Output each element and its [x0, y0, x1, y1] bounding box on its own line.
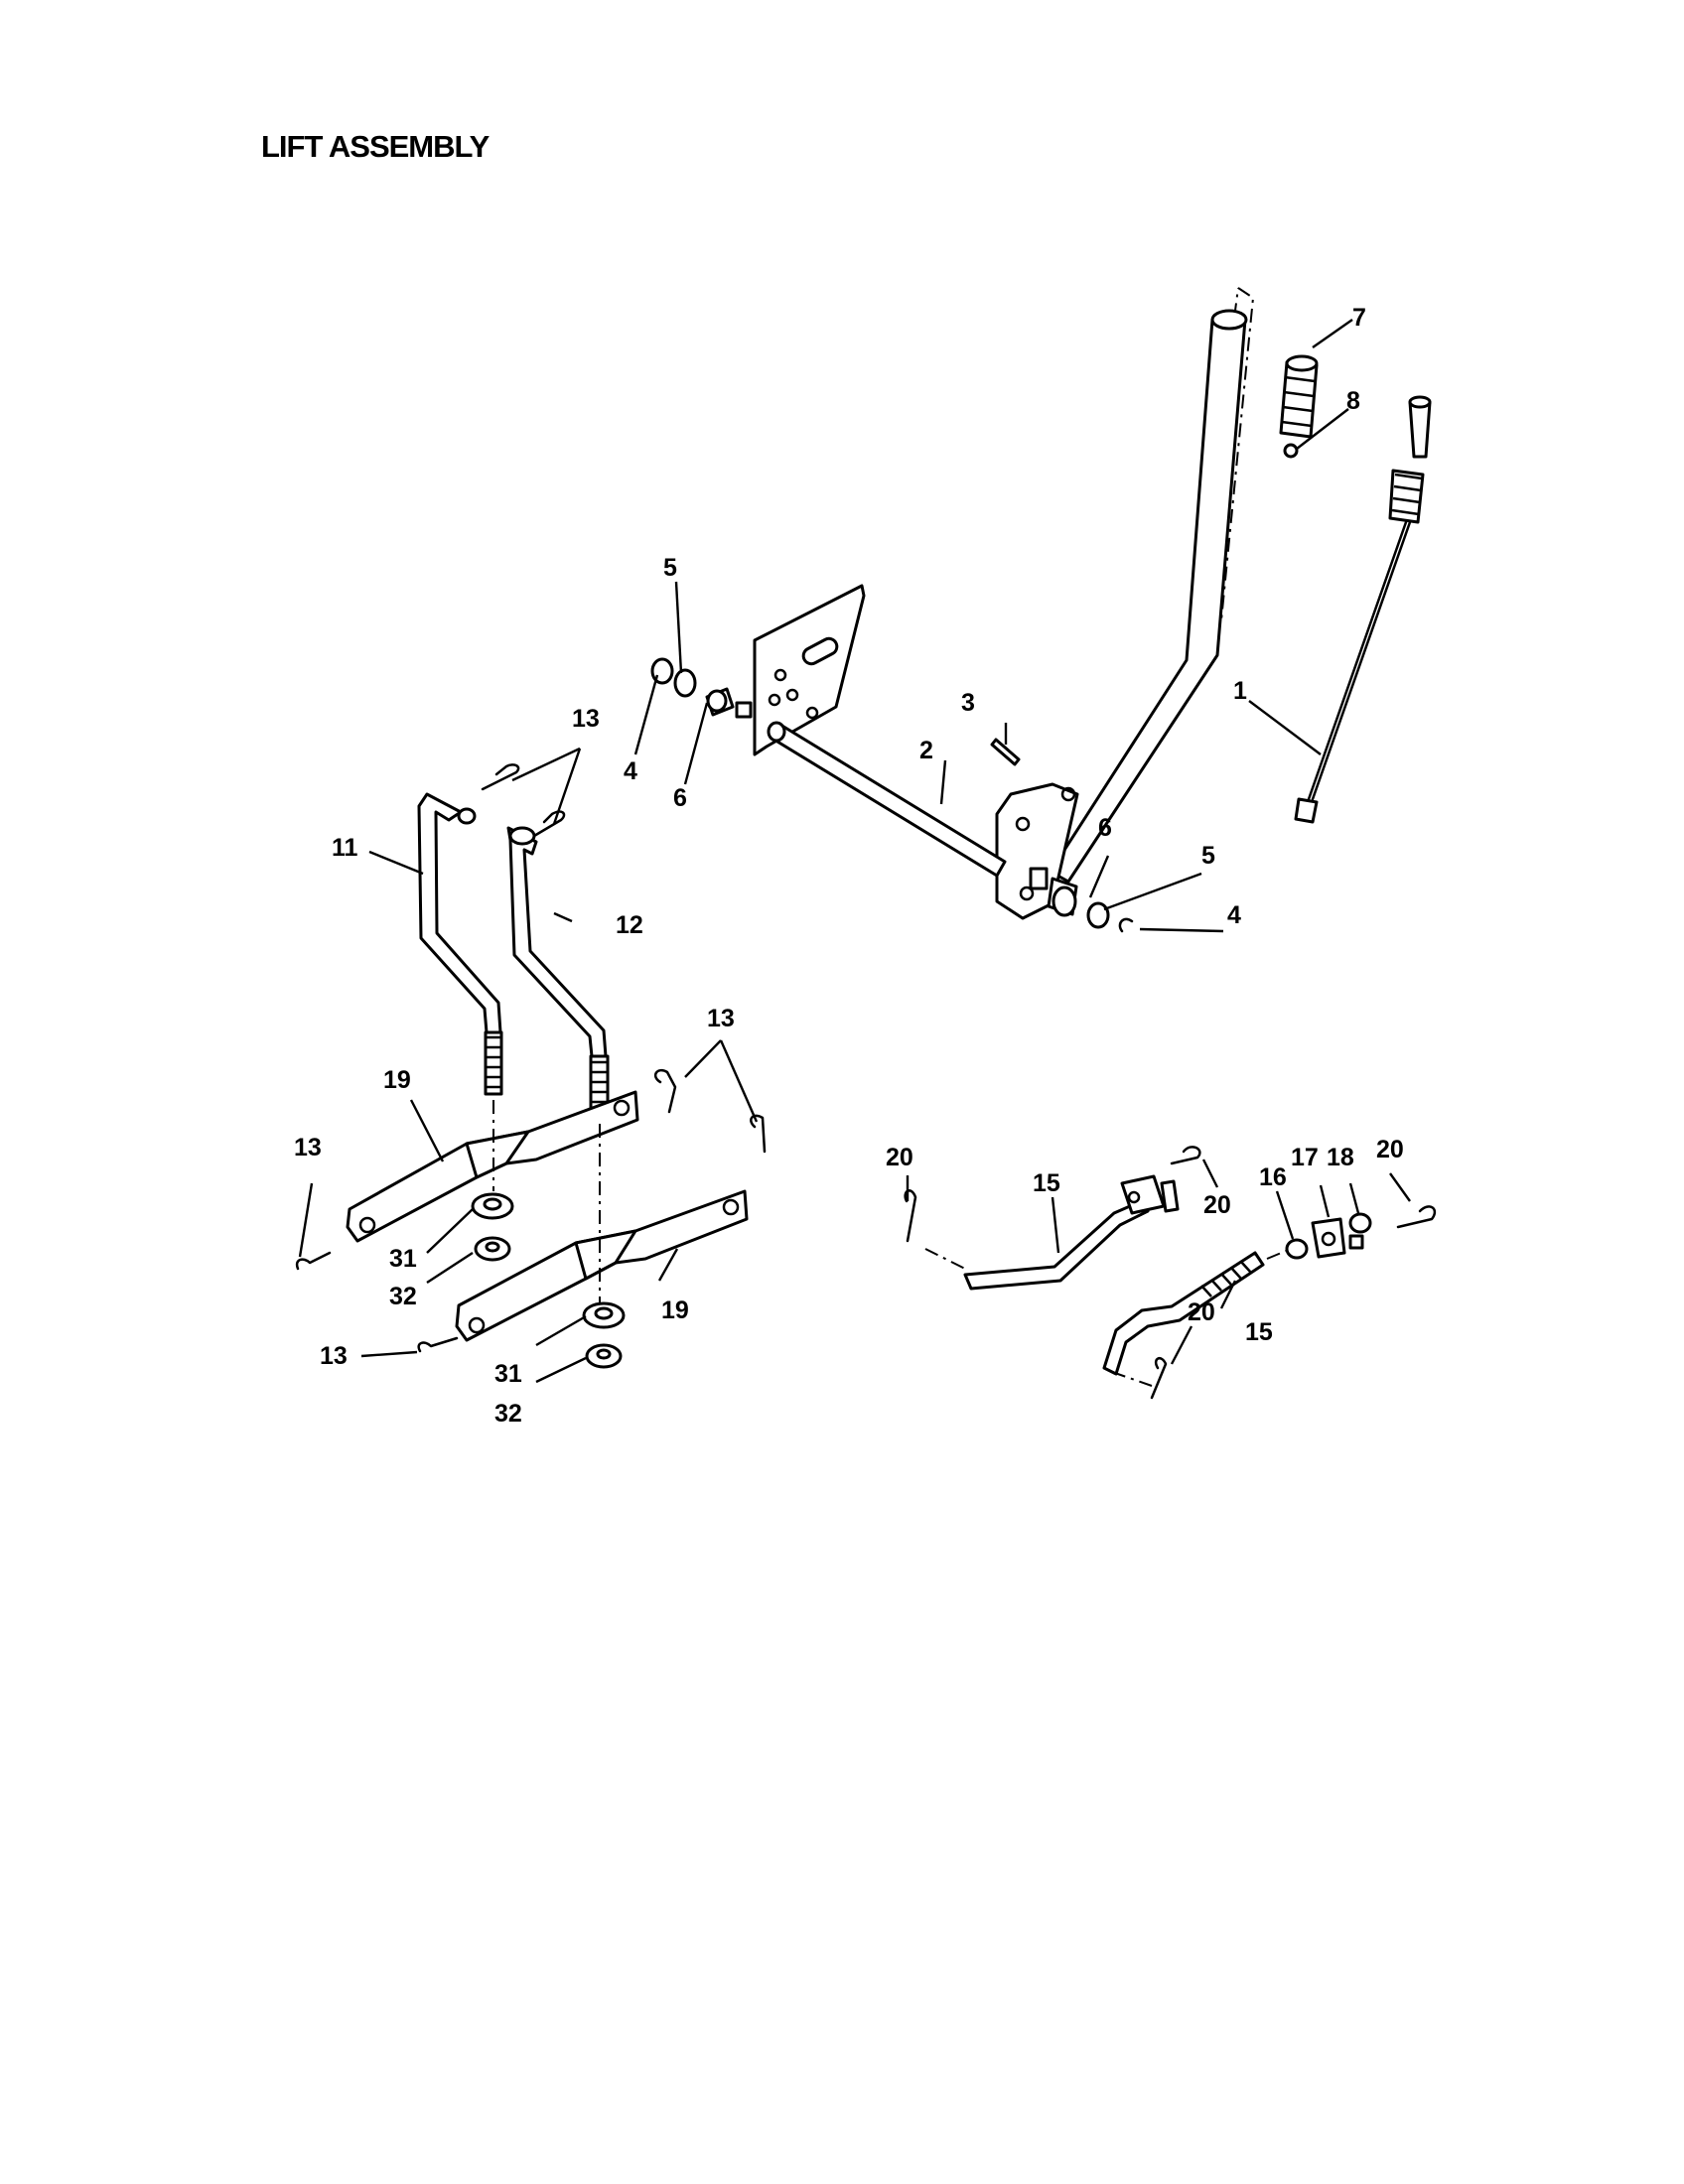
leader-lines [298, 319, 1411, 1384]
left-bushing-group [650, 657, 753, 719]
lift-shaft-icon [767, 721, 1007, 878]
callout-4-right: 4 [1227, 901, 1241, 929]
callout-20-left: 20 [886, 1144, 913, 1171]
spacer-nut-group-right [582, 1301, 626, 1369]
grip-knob-icon [1283, 443, 1299, 459]
adjustment-rod-icon [1102, 1251, 1265, 1376]
callout-6-left: 6 [673, 784, 687, 812]
callout-5-left: 5 [663, 554, 677, 582]
callout-15-lower: 15 [1245, 1318, 1273, 1346]
callout-16: 16 [1259, 1163, 1287, 1191]
callout-12: 12 [616, 911, 643, 939]
callout-32-left: 32 [389, 1283, 417, 1310]
mounting-bracket-icon [753, 584, 866, 756]
callout-31-left: 31 [389, 1245, 417, 1273]
lift-arm-icon [455, 1189, 749, 1342]
callout-13-top: 13 [572, 705, 600, 733]
right-bushing-group [1029, 867, 1134, 933]
callout-32-right: 32 [494, 1400, 522, 1428]
callout-labels: 7 8 1 2 3 5 4 6 6 5 4 13 11 12 13 19 13 … [294, 304, 1404, 1428]
callout-18: 18 [1327, 1144, 1354, 1171]
handle-grip-icon [1279, 354, 1319, 439]
callout-20-upper: 20 [1203, 1191, 1231, 1219]
callout-8: 8 [1346, 387, 1360, 415]
callout-2: 2 [919, 737, 933, 764]
callout-20-lower: 20 [1188, 1298, 1215, 1326]
callout-31-right: 31 [494, 1360, 522, 1388]
callout-13-left: 13 [294, 1134, 322, 1161]
lift-handle-icon [995, 309, 1248, 920]
callout-11: 11 [332, 834, 358, 862]
lift-rod-icon [1294, 395, 1432, 824]
adjustment-rod-icon [963, 1174, 1180, 1291]
callout-3: 3 [961, 689, 975, 717]
hairpin-clip-icon [295, 763, 767, 1353]
callout-15-upper: 15 [1033, 1169, 1060, 1197]
lift-link-icon [417, 792, 503, 1096]
callout-20-right: 20 [1376, 1136, 1404, 1163]
callout-19-upper: 19 [383, 1066, 411, 1094]
callout-7: 7 [1352, 304, 1366, 332]
pin-icon [990, 738, 1021, 766]
lift-link-icon [506, 826, 610, 1122]
callout-17: 17 [1291, 1144, 1319, 1171]
page-title: LIFT ASSEMBLY [261, 129, 490, 164]
callout-13-mid: 13 [707, 1005, 735, 1032]
callout-19-lower: 19 [661, 1297, 689, 1324]
spacer-nut-group-left [471, 1192, 514, 1262]
callout-6-right: 6 [1098, 814, 1112, 842]
callout-5-right: 5 [1201, 842, 1215, 870]
trunnion-group [1285, 1212, 1372, 1260]
callout-4-left: 4 [624, 757, 637, 785]
handle-extension-outline [1194, 287, 1255, 622]
callout-1: 1 [1233, 677, 1247, 705]
callout-13-bottom: 13 [320, 1342, 348, 1370]
